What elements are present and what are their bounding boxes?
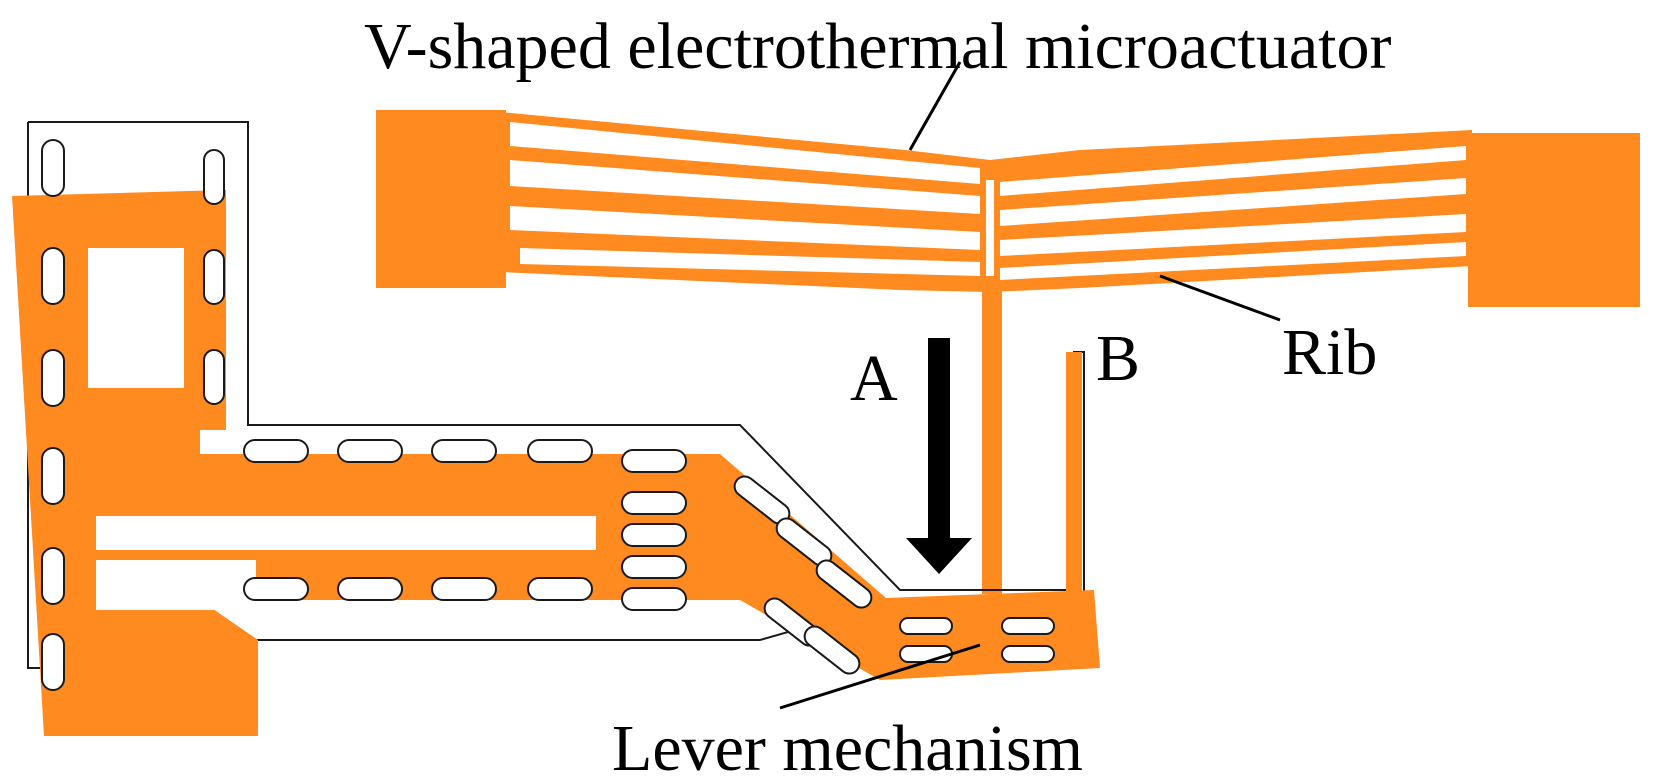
arm-slot: [621, 587, 687, 611]
lever-slot: [1001, 617, 1055, 635]
left-anchor-pad: [376, 110, 506, 288]
right-anchor-pad: [1468, 133, 1640, 307]
arm-slot: [621, 555, 687, 579]
left-beam-slot: [510, 160, 980, 214]
arm-slot: [337, 439, 403, 463]
left-beam-slot: [510, 206, 980, 250]
arm-slot: [431, 577, 497, 601]
arm-slot: [41, 633, 65, 691]
gripper-body: [12, 190, 1100, 736]
v-shaped-actuator: [376, 110, 1640, 307]
lever-slots: [899, 617, 1055, 663]
actuator-label: V-shaped electrothermal microactuator: [364, 10, 1391, 83]
arm-slot: [815, 559, 873, 609]
arrow-head: [906, 538, 972, 574]
left-beam-slot: [510, 122, 980, 184]
right-beam-slot: [1000, 146, 1466, 196]
right-beam-slot: [1000, 242, 1466, 280]
right-beam-slot: [1000, 214, 1466, 256]
point-b-label: B: [1096, 322, 1140, 395]
left-beam-slot: [520, 248, 980, 276]
lever-slot: [899, 645, 953, 663]
right-jaw: [1066, 352, 1082, 602]
left-arm-window: [96, 516, 596, 550]
arm-slot: [337, 577, 403, 601]
arm-slot: [41, 349, 65, 407]
arm-slot: [41, 547, 65, 605]
arm-slot: [527, 439, 593, 463]
left-arm-window: [88, 248, 184, 388]
arm-slot: [41, 139, 65, 197]
lever-slot: [1001, 645, 1055, 663]
lever-leader: [779, 643, 981, 710]
arm-slot: [621, 491, 687, 515]
leader-lines: [779, 61, 1281, 710]
lever-slot: [899, 617, 953, 635]
arm-slot: [621, 523, 687, 547]
arm-slot: [621, 449, 687, 473]
left-arm-window: [96, 560, 256, 610]
point-a-label: A: [850, 342, 898, 415]
arm-slot: [243, 577, 309, 601]
arrow-shaft: [928, 338, 950, 544]
arm-slot: [243, 439, 309, 463]
arm-slot: [203, 149, 225, 205]
arm-slot: [203, 349, 225, 405]
arrow-a: [906, 338, 972, 574]
arm-slot: [527, 577, 593, 601]
arm-slot: [803, 625, 861, 675]
actuator-leader: [908, 61, 962, 151]
right-beam-slot: [1000, 178, 1466, 226]
shuttle-gap: [986, 180, 994, 276]
rib-leader: [1159, 274, 1281, 322]
arm-slot: [41, 247, 65, 305]
transmission-beam: [982, 288, 1002, 594]
arm-slot: [203, 249, 225, 305]
arm-slot: [431, 439, 497, 463]
arm-slots: [41, 139, 873, 691]
lever-label: Lever mechanism: [612, 712, 1083, 783]
rib-label: Rib: [1282, 316, 1377, 389]
arm-slot: [41, 447, 65, 505]
